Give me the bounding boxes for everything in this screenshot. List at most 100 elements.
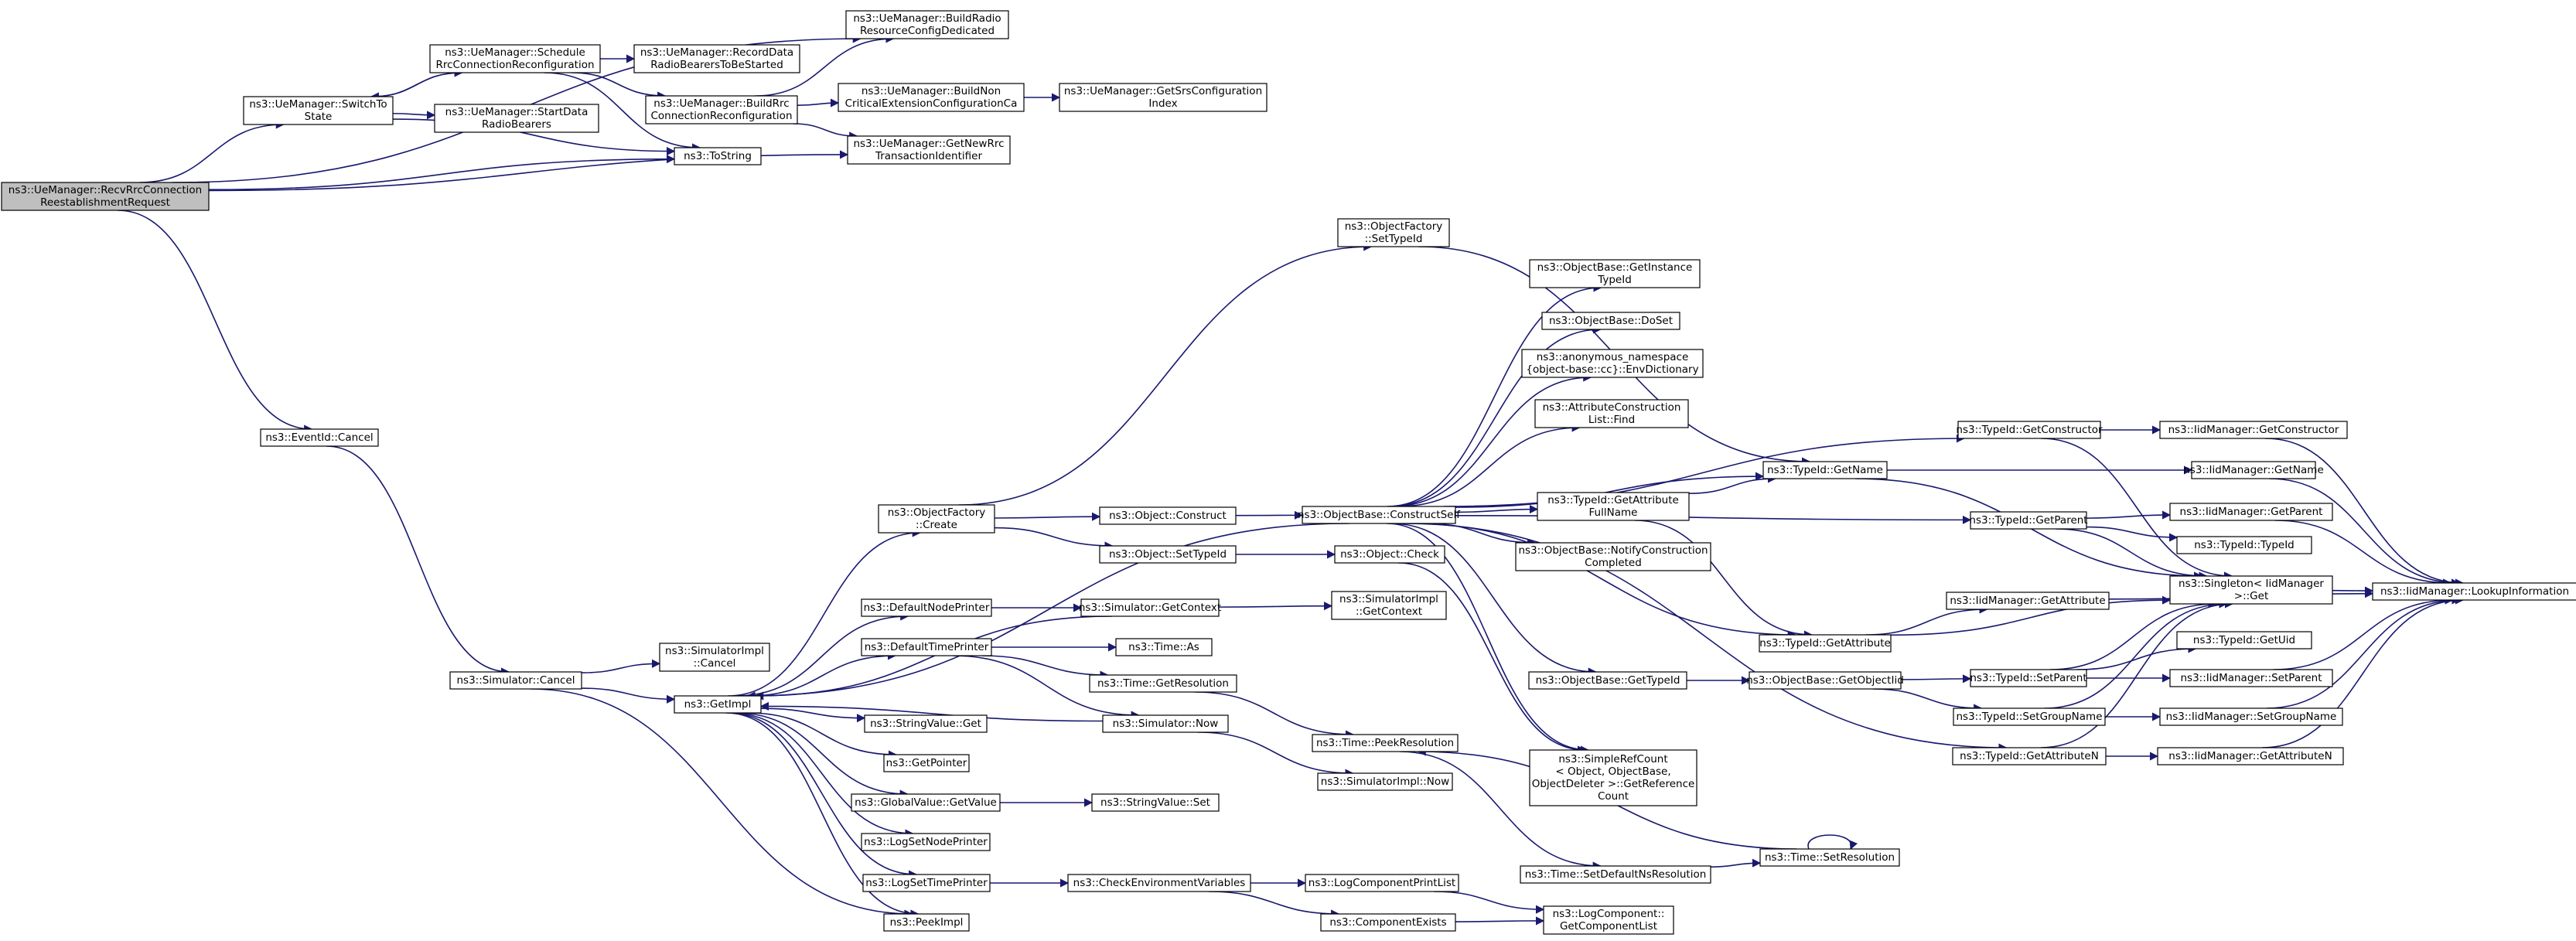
node-box [1970,669,2087,687]
node-simcancel[interactable]: ns3::Simulator::Cancel [449,671,582,690]
node-tidgetconstructor[interactable]: ns3::TypeId::GetConstructor [1956,421,2103,439]
node-schedule[interactable]: ns3::UeManager::ScheduleRrcConnectionRec… [429,44,601,73]
node-envdict[interactable]: ns3::anonymous_namespace{object-base::cc… [1521,349,1704,378]
node-objconstruct[interactable]: ns3::Object::Construct [1099,506,1237,525]
node-objcheck[interactable]: ns3::Object::Check [1334,545,1445,564]
edge-tidgetattribute-to-iidgetattribute [1865,605,1988,636]
node-box [1099,506,1237,525]
node-timepeekres[interactable]: ns3::Time::PeekResolution [1312,734,1459,752]
node-box [1337,218,1450,247]
node-simimplgetcontext[interactable]: ns3::SimulatorImpl::GetContext [1331,591,1447,620]
edge-constructself-to-tidgetattributen [1401,523,2008,752]
node-box [2372,582,2576,601]
node-buildradio[interactable]: ns3::UeManager::BuildRadioResourceConfig… [845,10,1009,39]
node-simnow[interactable]: ns3::Simulator::Now [1102,714,1229,733]
node-objsettypeid[interactable]: ns3::Object::SetTypeId [1099,545,1237,564]
node-tidsetgroupname[interactable]: ns3::TypeId::SetGroupName [1953,707,2106,726]
node-logsetnodeprinter[interactable]: ns3::LogSetNodePrinter [861,833,991,851]
node-timesetdefault[interactable]: ns3::Time::SetDefaultNsResolution [1520,865,1711,884]
edge-simcancel-to-peekimpl [530,688,913,919]
node-singleton[interactable]: ns3::Singleton< IidManager>::Get [2169,575,2333,605]
node-getnewrrc[interactable]: ns3::UeManager::GetNewRrcTransactionIden… [847,135,1011,165]
node-constructself[interactable]: ns3::ObjectBase::ConstructSelf [1298,506,1461,524]
edge-objfactcreate-to-objfactsettypeid [958,242,1373,506]
node-timeas[interactable]: ns3::Time::As [1115,638,1213,656]
node-label: ns3::Time::SetResolution [1765,851,1895,864]
node-label: ns3::Simulator::Now [1113,718,1219,730]
node-buildrrc[interactable]: ns3::UeManager::BuildRrcConnectionReconf… [645,95,798,124]
node-getobjecttid[interactable]: ns3::ObjectBase::GetObjectIid [1746,671,1904,690]
node-box [1970,511,2087,530]
edge-eventcancel-to-simcancel [326,445,510,677]
node-iidsetgroupname[interactable]: ns3::IidManager::SetGroupName [2159,707,2343,726]
node-defnodeprinter[interactable]: ns3::DefaultNodePrinter [861,598,992,617]
node-stringvalueset[interactable]: ns3::StringValue::Set [1091,793,1220,812]
node-recv[interactable]: ns3::UeManager::RecvRrcConnectionReestab… [1,182,210,211]
node-globalvalueget[interactable]: ns3::GlobalValue::GetValue [851,793,1001,812]
node-label: ns3::LogSetNodePrinter [864,836,988,848]
node-tidsetparent[interactable]: ns3::TypeId::SetParent [1970,669,2087,687]
node-recorddata[interactable]: ns3::UeManager::RecordDataRadioBearersTo… [633,44,800,73]
edge-schedule-to-tostring [544,72,701,152]
node-label: ns3::DefaultTimePrinter [865,641,989,653]
node-label: ns3::TypeId::GetAttributeN [1960,750,2099,762]
node-logsettimeprinter[interactable]: ns3::LogSetTimePrinter [862,874,991,892]
node-tidgetuid[interactable]: ns3::TypeId::GetUid [2176,631,2312,649]
node-obgettypeid[interactable]: ns3::ObjectBase::GetTypeId [1528,671,1687,690]
node-timegetres[interactable]: ns3::Time::GetResolution [1089,674,1237,693]
node-tidgetattribute[interactable]: ns3::TypeId::GetAttribute [1759,634,1892,653]
node-getimpl[interactable]: ns3::GetImpl [674,695,762,714]
node-box [1305,874,1459,892]
edge-iidgetattributen-to-lookup [2261,595,2465,748]
node-stringvalueget[interactable]: ns3::StringValue::Get [864,714,988,733]
node-objfactcreate[interactable]: ns3::ObjectFactory::Create [878,504,995,534]
node-tidtypeid[interactable]: ns3::TypeId::TypeId [2176,536,2312,554]
node-label: ::GetContext [1356,605,1422,618]
node-label: ::Cancel [694,657,736,670]
node-tidgetparent[interactable]: ns3::TypeId::GetParent [1969,511,2088,530]
node-simgetcontext[interactable]: ns3::Simulator::GetContext [1079,598,1221,617]
node-iidgetattributen[interactable]: ns3::IidManager::GetAttributeN [2157,747,2344,765]
node-label: ns3::SimpleRefCount [1558,753,1667,765]
node-eventcancel[interactable]: ns3::EventId::Cancel [260,428,379,447]
node-notifyconstruction[interactable]: ns3::ObjectBase::NotifyConstructionCompl… [1515,542,1711,571]
node-box [847,135,1011,165]
node-getpointer[interactable]: ns3::GetPointer [883,754,970,772]
node-simplerefcount[interactable]: ns3::SimpleRefCount< Object, ObjectBase,… [1529,749,1697,806]
node-logcompprint[interactable]: ns3::LogComponentPrintList [1305,874,1459,892]
node-iidgetname[interactable]: ns3::IidManager::GetName [2183,461,2324,479]
node-peekimpl[interactable]: ns3::PeekImpl [883,913,970,932]
node-tidgetattributen[interactable]: ns3::TypeId::GetAttributeN [1952,747,2107,765]
node-iidgetattribute[interactable]: ns3::IidManager::GetAttribute [1946,592,2110,610]
node-buildnon[interactable]: ns3::UeManager::BuildNonCriticalExtensio… [838,83,1025,112]
node-label: ns3::Simulator::GetContext [1079,602,1221,614]
node-iidgetparent[interactable]: ns3::IidManager::GetParent [2169,503,2333,521]
node-tidgetname[interactable]: ns3::TypeId::GetName [1762,461,1888,479]
node-simimplcancel[interactable]: ns3::SimulatorImpl::Cancel [659,643,770,672]
edge-getimpl-to-logsetnodeprinter [730,712,914,838]
node-checkenv[interactable]: ns3::CheckEnvironmentVariables [1067,874,1251,892]
node-compexists[interactable]: ns3::ComponentExists [1320,913,1456,932]
node-tostring[interactable]: ns3::ToString [674,147,762,165]
node-objfactsettypeid[interactable]: ns3::ObjectFactory::SetTypeId [1337,218,1450,247]
node-timesetres[interactable]: ns3::Time::SetResolution [1759,848,1900,867]
node-label: RadioBearers [482,118,551,131]
edge-iidsetgroupname-to-lookup [2266,595,2461,709]
node-iidgetconstructor[interactable]: ns3::IidManager::GetConstructor [2159,421,2348,439]
edge-simgetcontext-to-simimplgetcontext [1218,602,1333,611]
node-box [2169,503,2333,521]
edge-tidgetconstructor-to-singleton [2041,438,2233,581]
node-simimplnow[interactable]: ns3::SimulatorImpl::Now [1317,772,1453,791]
node-deftimeprinter[interactable]: ns3::DefaultTimePrinter [861,638,992,656]
node-label: ns3::IidManager::LookupInformation [2380,585,2569,598]
node-doset[interactable]: ns3::ObjectBase::DoSet [1541,312,1680,330]
node-lookup[interactable]: ns3::IidManager::LookupInformation [2372,582,2576,601]
node-logcompget[interactable]: ns3::LogComponent::GetComponentList [1543,905,1674,935]
node-iidsetparent[interactable]: ns3::IidManager::SetParent [2169,669,2333,687]
